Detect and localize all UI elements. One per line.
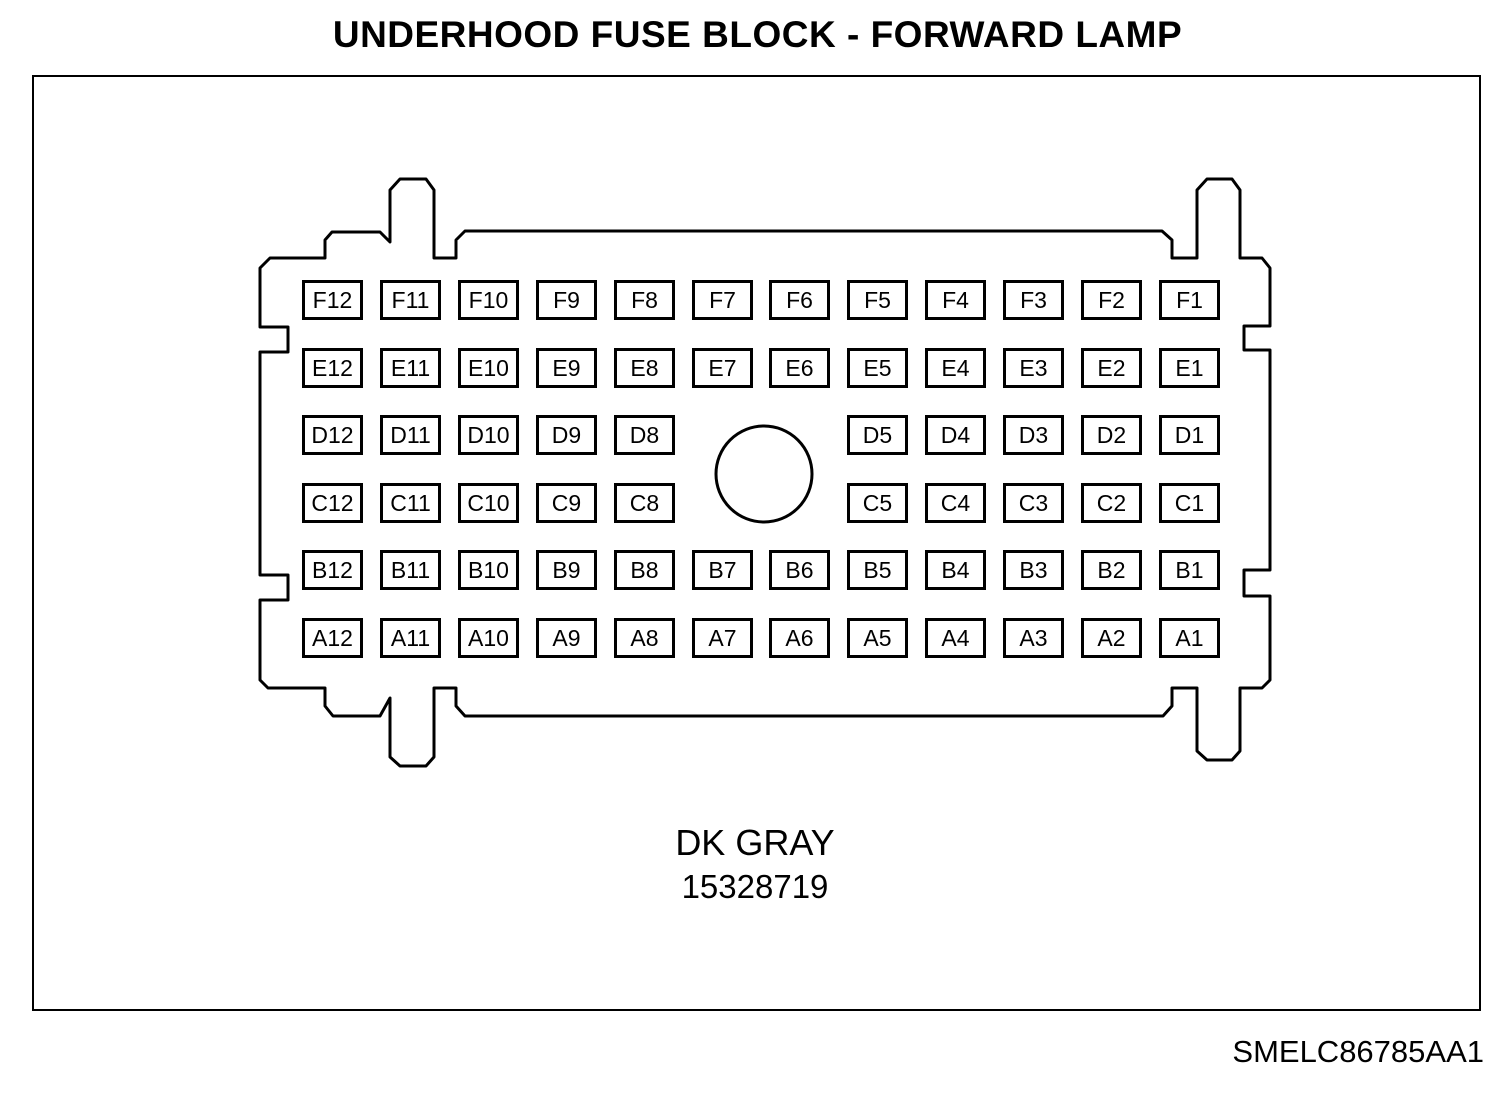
pin-cavity: E12	[302, 348, 363, 388]
pin-cavity: A4	[925, 618, 986, 658]
pin-cavity: D4	[925, 415, 986, 455]
pin-cavity: D9	[536, 415, 597, 455]
center-locating-hole	[714, 424, 814, 524]
pin-cavity: B10	[458, 550, 519, 590]
pin-cavity: C3	[1003, 483, 1064, 523]
pin-cavity: A3	[1003, 618, 1064, 658]
pin-cavity: B7	[692, 550, 753, 590]
diagram-reference-code: SMELC86785AA1	[1232, 1034, 1484, 1069]
pin-cavity: E1	[1159, 348, 1220, 388]
pin-cavity: A7	[692, 618, 753, 658]
pin-cavity: F12	[302, 280, 363, 320]
pin-cavity: F9	[536, 280, 597, 320]
pin-cavity: C5	[847, 483, 908, 523]
pin-cavity: F5	[847, 280, 908, 320]
connector-housing-outline	[258, 177, 1272, 768]
pin-cavity: B1	[1159, 550, 1220, 590]
pin-cavity: F10	[458, 280, 519, 320]
pin-cavity: C2	[1081, 483, 1142, 523]
pin-cavity: A10	[458, 618, 519, 658]
pin-cavity: D11	[380, 415, 441, 455]
pin-cavity: B12	[302, 550, 363, 590]
pin-cavity: F1	[1159, 280, 1220, 320]
pin-cavity: A6	[769, 618, 830, 658]
pin-cavity: C8	[614, 483, 675, 523]
pin-cavity: C10	[458, 483, 519, 523]
pin-cavity: A2	[1081, 618, 1142, 658]
pin-cavity: A5	[847, 618, 908, 658]
pin-cavity: B4	[925, 550, 986, 590]
pin-cavity: D5	[847, 415, 908, 455]
pin-cavity: E6	[769, 348, 830, 388]
pin-cavity: B6	[769, 550, 830, 590]
pin-cavity: B3	[1003, 550, 1064, 590]
pin-cavity: C1	[1159, 483, 1220, 523]
pin-cavity: B11	[380, 550, 441, 590]
pin-cavity: D3	[1003, 415, 1064, 455]
pin-cavity: B8	[614, 550, 675, 590]
pin-cavity: B5	[847, 550, 908, 590]
pin-cavity: A11	[380, 618, 441, 658]
pin-cavity: F2	[1081, 280, 1142, 320]
pin-cavity: E4	[925, 348, 986, 388]
pin-cavity: C12	[302, 483, 363, 523]
pin-cavity: F11	[380, 280, 441, 320]
pin-cavity: C9	[536, 483, 597, 523]
pin-cavity: D8	[614, 415, 675, 455]
pin-cavity: E11	[380, 348, 441, 388]
diagram-frame	[32, 75, 1481, 1011]
pin-cavity: E10	[458, 348, 519, 388]
pin-cavity: C11	[380, 483, 441, 523]
pin-cavity: D2	[1081, 415, 1142, 455]
pin-cavity: D12	[302, 415, 363, 455]
pin-cavity: E7	[692, 348, 753, 388]
connector-part-number: 15328719	[681, 868, 829, 905]
pin-cavity: E3	[1003, 348, 1064, 388]
pin-cavity: A1	[1159, 618, 1220, 658]
pin-cavity: D1	[1159, 415, 1220, 455]
pin-cavity: A8	[614, 618, 675, 658]
pin-cavity: B2	[1081, 550, 1142, 590]
pin-cavity: D10	[458, 415, 519, 455]
pin-cavity: C4	[925, 483, 986, 523]
pin-cavity: E9	[536, 348, 597, 388]
pin-cavity: F3	[1003, 280, 1064, 320]
pin-cavity: A12	[302, 618, 363, 658]
pin-cavity: E2	[1081, 348, 1142, 388]
diagram-title: UNDERHOOD FUSE BLOCK - FORWARD LAMP	[332, 14, 1183, 55]
connector-color: DK GRAY	[675, 822, 835, 863]
pin-cavity: F6	[769, 280, 830, 320]
pin-cavity: F8	[614, 280, 675, 320]
pin-cavity: E5	[847, 348, 908, 388]
pin-cavity: F7	[692, 280, 753, 320]
pin-cavity: A9	[536, 618, 597, 658]
pin-cavity: F4	[925, 280, 986, 320]
pin-cavity: E8	[614, 348, 675, 388]
pin-cavity: B9	[536, 550, 597, 590]
